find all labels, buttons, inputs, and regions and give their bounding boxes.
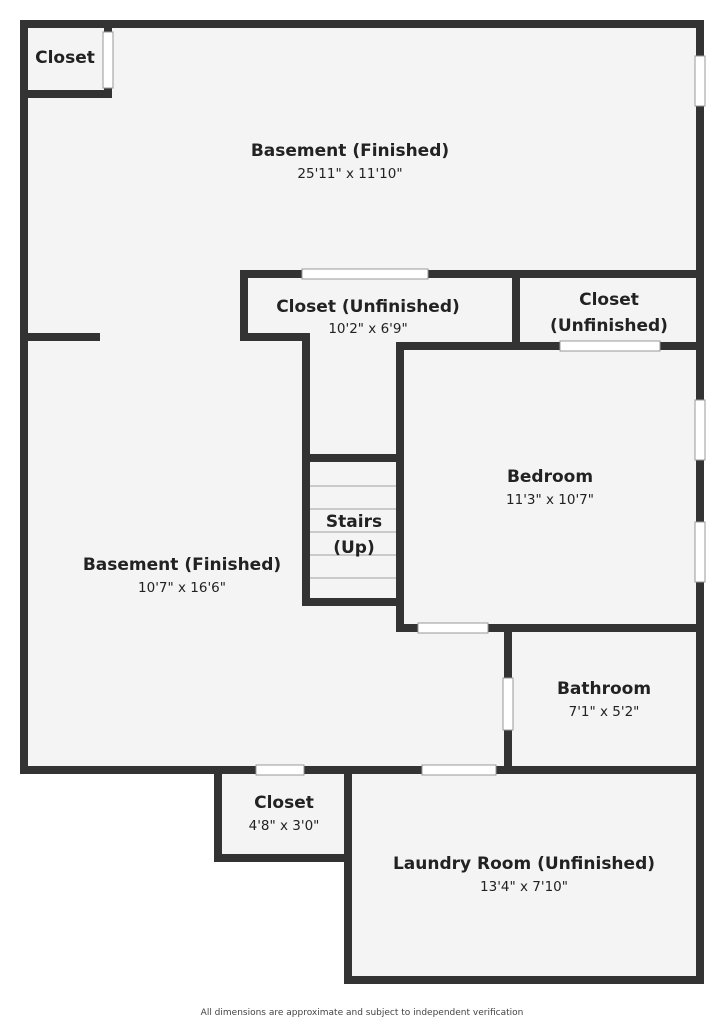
room-name-basement-lower: Basement (Finished) <box>83 555 281 575</box>
room-name-closet-bottom: Closet <box>254 793 314 813</box>
window-top-right <box>694 55 706 107</box>
floor-closet-bottom <box>218 770 348 858</box>
opening-closet-unfinished-a <box>301 268 429 280</box>
room-dims-closet-unfinished-a: 10'2" x 6'9" <box>328 321 407 337</box>
room-name-closet-unfinished-a: Closet (Unfinished) <box>276 297 460 317</box>
floor-main <box>24 24 700 770</box>
window-bedroom-2 <box>694 521 706 583</box>
room-name-closet-top-left: Closet <box>35 48 95 68</box>
opening-bedroom-door <box>417 622 489 634</box>
room-name-laundry: Laundry Room (Unfinished) <box>393 854 655 874</box>
room-name-closet-unfinished-b-line1: Closet <box>579 290 639 310</box>
room-dims-basement-main: 25'11" x 11'10" <box>297 166 402 182</box>
room-dims-laundry: 13'4" x 7'10" <box>480 879 568 895</box>
opening-laundry <box>421 764 497 776</box>
opening-bathroom-door <box>502 677 514 731</box>
room-name-stairs-line2: (Up) <box>333 538 375 558</box>
room-name-bedroom: Bedroom <box>507 467 593 487</box>
opening-closet-top-left <box>102 31 114 89</box>
dimensions-disclaimer: All dimensions are approximate and subje… <box>200 1008 524 1018</box>
floor-laundry <box>348 770 700 980</box>
room-name-basement-main: Basement (Finished) <box>251 141 449 161</box>
stair-treads <box>310 485 398 579</box>
floor-fills <box>24 24 700 980</box>
room-dims-bathroom: 7'1" x 5'2" <box>569 704 640 720</box>
opening-closet-unfinished-b <box>559 340 661 352</box>
window-bedroom-1 <box>694 399 706 461</box>
room-name-stairs-line1: Stairs <box>326 512 382 532</box>
opening-closet-bottom <box>255 764 305 776</box>
room-name-closet-unfinished-b-line2: (Unfinished) <box>550 316 668 336</box>
room-dims-basement-lower: 10'7" x 16'6" <box>138 580 226 596</box>
wall-closet-unfinished-a-left <box>240 270 310 606</box>
room-name-bathroom: Bathroom <box>557 679 651 699</box>
room-dims-closet-bottom: 4'8" x 3'0" <box>249 818 320 834</box>
room-labels: Closet Basement (Finished) 25'11" x 11'1… <box>35 48 668 895</box>
openings <box>102 31 706 776</box>
room-dims-bedroom: 11'3" x 10'7" <box>506 492 594 508</box>
